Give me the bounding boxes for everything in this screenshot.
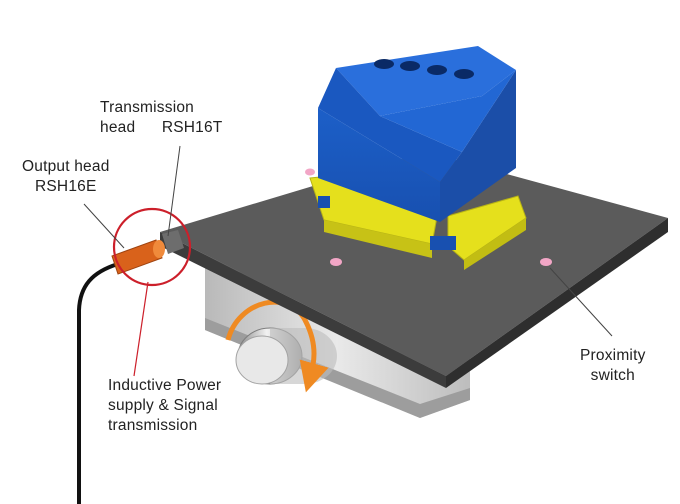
label-proximity-line2: switch xyxy=(590,367,635,384)
cable xyxy=(77,262,119,504)
leader-lines xyxy=(83,145,613,377)
label-output-head: Output head RSH16E xyxy=(22,157,110,197)
label-output-head-line1: Output head xyxy=(22,158,110,175)
label-proximity-line1: Proximity xyxy=(580,347,646,364)
clamp-body xyxy=(318,46,516,222)
highlight-circle xyxy=(112,207,192,287)
transmission-head-rsh16t xyxy=(162,230,184,254)
label-output-head-line2: RSH16E xyxy=(35,178,97,195)
motor-cylinder xyxy=(235,327,337,385)
label-inductive-line1: Inductive Power xyxy=(108,377,222,394)
mounting-plate xyxy=(160,152,668,388)
label-inductive-line3: transmission xyxy=(108,417,198,434)
output-head-rsh16e xyxy=(111,239,165,275)
label-inductive-line2: supply & Signal xyxy=(108,397,218,414)
label-transmission-head-line2: head RSH16T xyxy=(100,118,222,138)
label-transmission-head: Transmission head RSH16T xyxy=(100,98,222,138)
label-inductive: Inductive Power supply & Signal transmis… xyxy=(108,376,221,436)
label-transmission-head-word: head xyxy=(100,119,136,136)
proximity-marks xyxy=(305,168,552,266)
label-transmission-head-model: RSH16T xyxy=(161,119,223,136)
label-proximity-switch: Proximity switch xyxy=(580,346,646,386)
label-transmission-head-line1: Transmission xyxy=(100,99,194,116)
